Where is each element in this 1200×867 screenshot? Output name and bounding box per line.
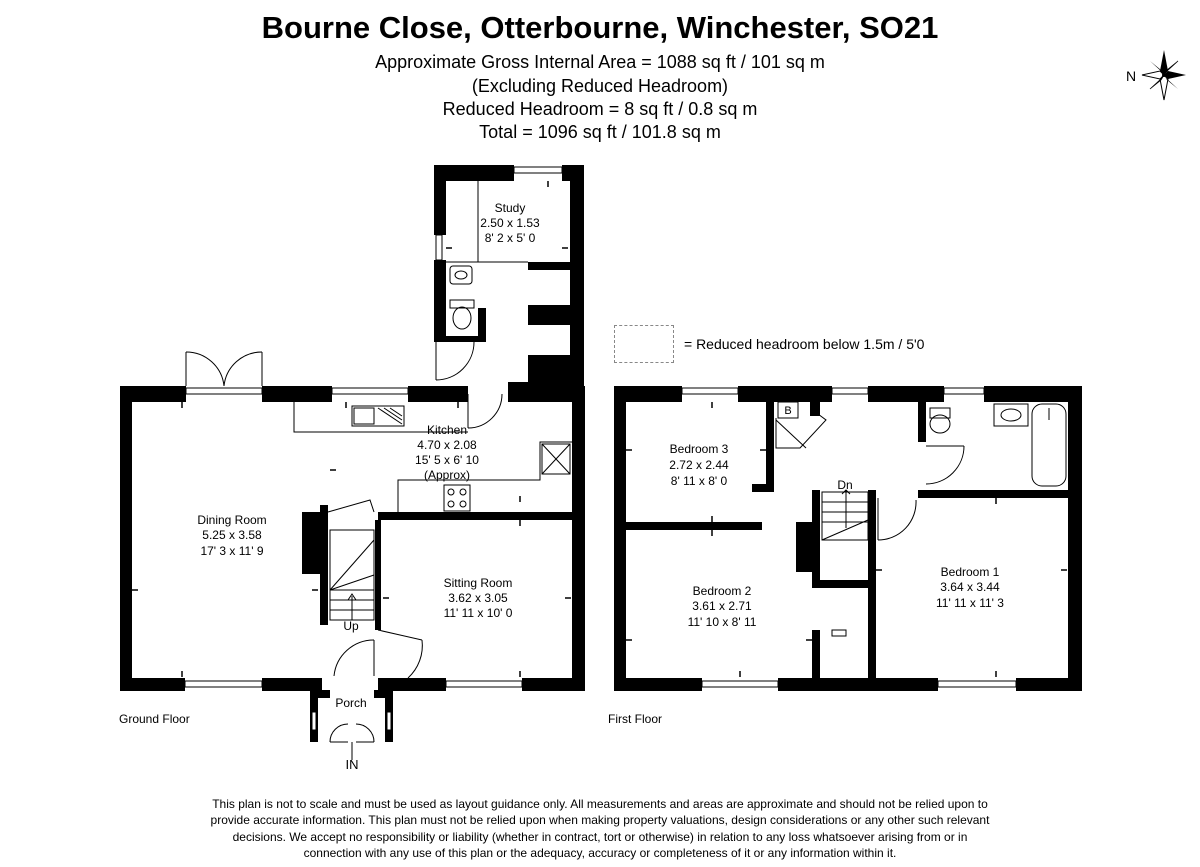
bedroom-1-imperial: 11' 11 x 11' 3 <box>936 596 1004 610</box>
reduced-headroom-legend-text: = Reduced headroom below 1.5m / 5'0 <box>684 336 925 352</box>
sitting-room-imperial: 11' 11 x 10' 0 <box>444 606 513 620</box>
stairs-down-label: Dn <box>837 478 852 492</box>
compass-north-label: N <box>1126 68 1137 84</box>
porch-name: Porch <box>335 696 366 710</box>
bedroom-1-metric: 3.64 x 3.44 <box>940 580 1000 594</box>
reduced-headroom-area: Reduced Headroom = 8 sq ft / 0.8 sq m <box>442 99 758 119</box>
bedroom-3-name: Bedroom 3 <box>670 442 729 456</box>
dining-room-metric: 5.25 x 3.58 <box>202 528 262 542</box>
bedroom-3-metric: 2.72 x 2.44 <box>669 458 729 472</box>
floor-plan-drawing: Study 2.50 x 1.53 8' 2 x 5' 0 Kitchen 4.… <box>120 165 1082 772</box>
reduced-headroom-legend-swatch <box>614 325 674 363</box>
study-imperial: 8' 2 x 5' 0 <box>485 231 536 245</box>
total-area: Total = 1096 sq ft / 101.8 sq m <box>479 122 721 142</box>
disclaimer-line: provide accurate information. This plan … <box>210 813 990 828</box>
dining-room-imperial: 17' 3 x 11' 9 <box>200 544 263 558</box>
boiler-label: B <box>784 405 791 417</box>
first-floor-plan: B Dn Bedroom 3 2.72 x 2.44 8' 11 x 8' 0 … <box>614 386 1082 691</box>
disclaimer-line: decisions. We accept no responsibility o… <box>232 829 968 844</box>
study-name: Study <box>495 201 526 215</box>
bedroom-2-name: Bedroom 2 <box>693 584 752 598</box>
gross-internal-area: Approximate Gross Internal Area = 1088 s… <box>375 52 825 72</box>
sitting-room-name: Sitting Room <box>444 576 513 590</box>
excluding-note: (Excluding Reduced Headroom) <box>471 76 729 96</box>
kitchen-metric: 4.70 x 2.08 <box>417 438 477 452</box>
study-metric: 2.50 x 1.53 <box>480 216 540 230</box>
disclaimer-line: connection with any use of this plan or … <box>303 846 897 861</box>
stairs-up-label: Up <box>343 619 359 633</box>
bedroom-2-metric: 3.61 x 2.71 <box>692 599 752 613</box>
page-title: Bourne Close, Otterbourne, Winchester, S… <box>261 10 939 45</box>
bedroom-3-imperial: 8' 11 x 8' 0 <box>671 474 728 488</box>
entrance-label: IN <box>346 757 359 772</box>
ground-floor-label: Ground Floor <box>119 712 190 726</box>
disclaimer: This plan is not to scale and must be us… <box>150 796 1050 862</box>
first-floor-label: First Floor <box>608 712 662 726</box>
sitting-room-metric: 3.62 x 3.05 <box>448 591 508 605</box>
compass-rose-icon <box>1141 50 1186 101</box>
kitchen-name: Kitchen <box>427 423 467 437</box>
dining-room-name: Dining Room <box>197 513 266 527</box>
kitchen-imperial: 15' 5 x 6' 10 <box>415 453 479 467</box>
ground-floor-plan: Study 2.50 x 1.53 8' 2 x 5' 0 Kitchen 4.… <box>120 165 585 772</box>
bedroom-1-name: Bedroom 1 <box>941 565 1000 579</box>
bedroom-2-imperial: 11' 10 x 8' 11 <box>688 615 757 629</box>
disclaimer-line: This plan is not to scale and must be us… <box>212 797 988 811</box>
kitchen-note: (Approx) <box>424 468 470 482</box>
